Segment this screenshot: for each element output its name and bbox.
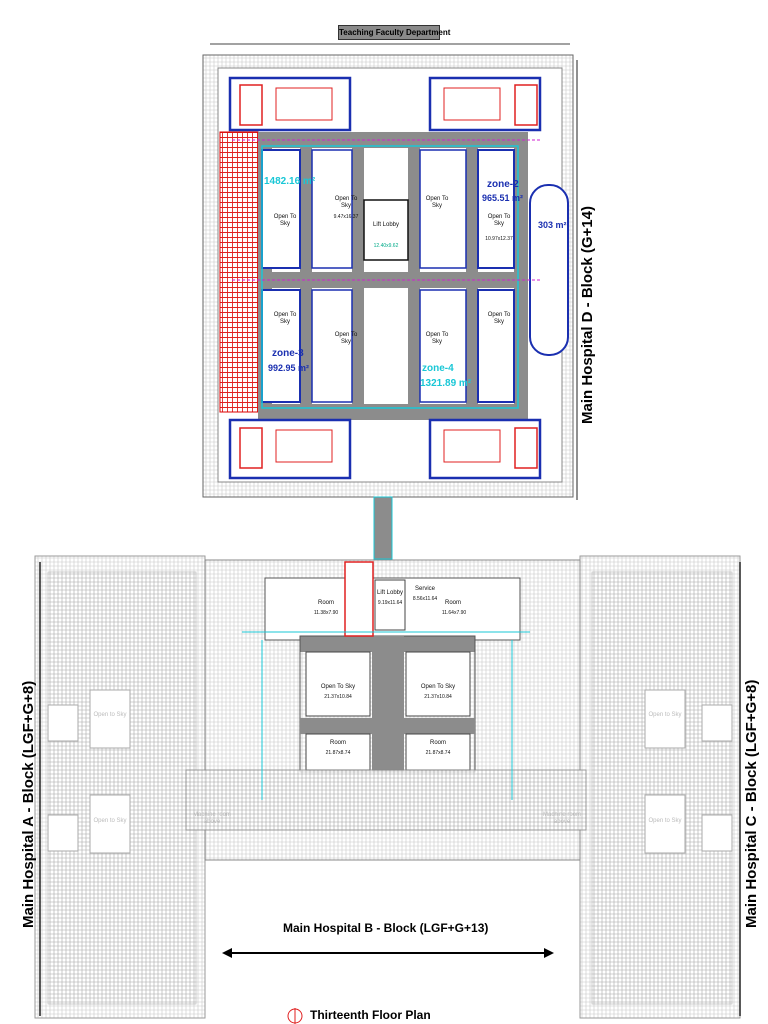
room-label: Room (317, 600, 334, 606)
room-label: Room (429, 740, 446, 746)
room-dimension: 11.64x7.90 (441, 610, 467, 616)
service-label: Service (414, 586, 435, 592)
open-to-sky-label: Open To Sky (334, 196, 358, 209)
zone4-label: zone-4 (422, 363, 454, 374)
room-dimension: 21.37x10.84 (424, 694, 452, 700)
room-label: Room (329, 740, 346, 746)
zone1-area: 1482.16 m² (264, 176, 316, 187)
b-block-plan (185, 559, 587, 861)
open-to-sky-label: Open To Sky (425, 196, 449, 209)
department-header: Teaching Faculty Department (338, 25, 450, 40)
room-dimension: 21.87x8.74 (425, 750, 451, 756)
connector-corridor (373, 496, 393, 560)
machine-room-label: Machine room above (542, 812, 581, 825)
service-dimension: 8.56x11.64 (412, 596, 438, 602)
open-to-sky-label: Open To Sky (320, 684, 356, 690)
room-label: Room (444, 600, 461, 606)
room-dimension: 21.37x10.84 (324, 694, 352, 700)
machine-room-label: Machine room above (192, 812, 231, 825)
d-block-title: Main Hospital D - Block (G+14) (579, 206, 596, 424)
room-dimension: 9.47x16.37 (333, 214, 359, 220)
plan-title: Thirteenth Floor Plan (310, 1008, 431, 1022)
d-block-plan (202, 43, 578, 500)
open-to-sky-label: Open to Sky (648, 818, 682, 824)
open-to-sky-label: Open to Sky (93, 712, 127, 718)
open-to-sky-label: Open To Sky (420, 684, 456, 690)
open-to-sky-label: Open To Sky (487, 214, 511, 227)
area-303: 303 m² (538, 220, 567, 230)
c-block-plan (579, 555, 741, 1019)
lift-lobby-dimension: 9.19x11.64 (377, 600, 403, 606)
open-to-sky-label: Open To Sky (425, 332, 449, 345)
lift-lobby-label: Lift Lobby (376, 590, 404, 596)
open-to-sky-label: Open to Sky (93, 818, 127, 824)
room-dimension: 21.87x8.74 (325, 750, 351, 756)
open-to-sky-label: Open To Sky (273, 312, 297, 325)
open-to-sky-label: Open To Sky (487, 312, 511, 325)
b-block-title: Main Hospital B - Block (LGF+G+13) (283, 921, 489, 935)
zone3-area: 992.95 m² (268, 363, 310, 373)
a-block-title: Main Hospital A - Block (LGF+G+8) (20, 680, 37, 928)
zone2-label: zone-2 (487, 179, 519, 190)
lift-lobby-label: Lift Lobby (372, 222, 400, 228)
zone4-area: 1321.89 m² (420, 378, 472, 389)
zone2-area: 965.51 m² (482, 193, 524, 203)
north-symbol-icon (287, 1008, 303, 1024)
room-dimension: 10.97x12.37 (485, 236, 513, 242)
c-block-title: Main Hospital C - Block (LGF+G+8) (743, 679, 760, 928)
open-to-sky-label: Open To Sky (273, 214, 297, 227)
a-block-plan (34, 555, 206, 1019)
open-to-sky-label: Open to Sky (648, 712, 682, 718)
room-dimension: 11.38x7.90 (313, 610, 339, 616)
open-to-sky-label: Open To Sky (334, 332, 358, 345)
dimension-arrow (222, 948, 554, 958)
zone3-label: zone-3 (272, 348, 304, 359)
lift-lobby-dimension: 12.40x9.62 (373, 243, 399, 249)
